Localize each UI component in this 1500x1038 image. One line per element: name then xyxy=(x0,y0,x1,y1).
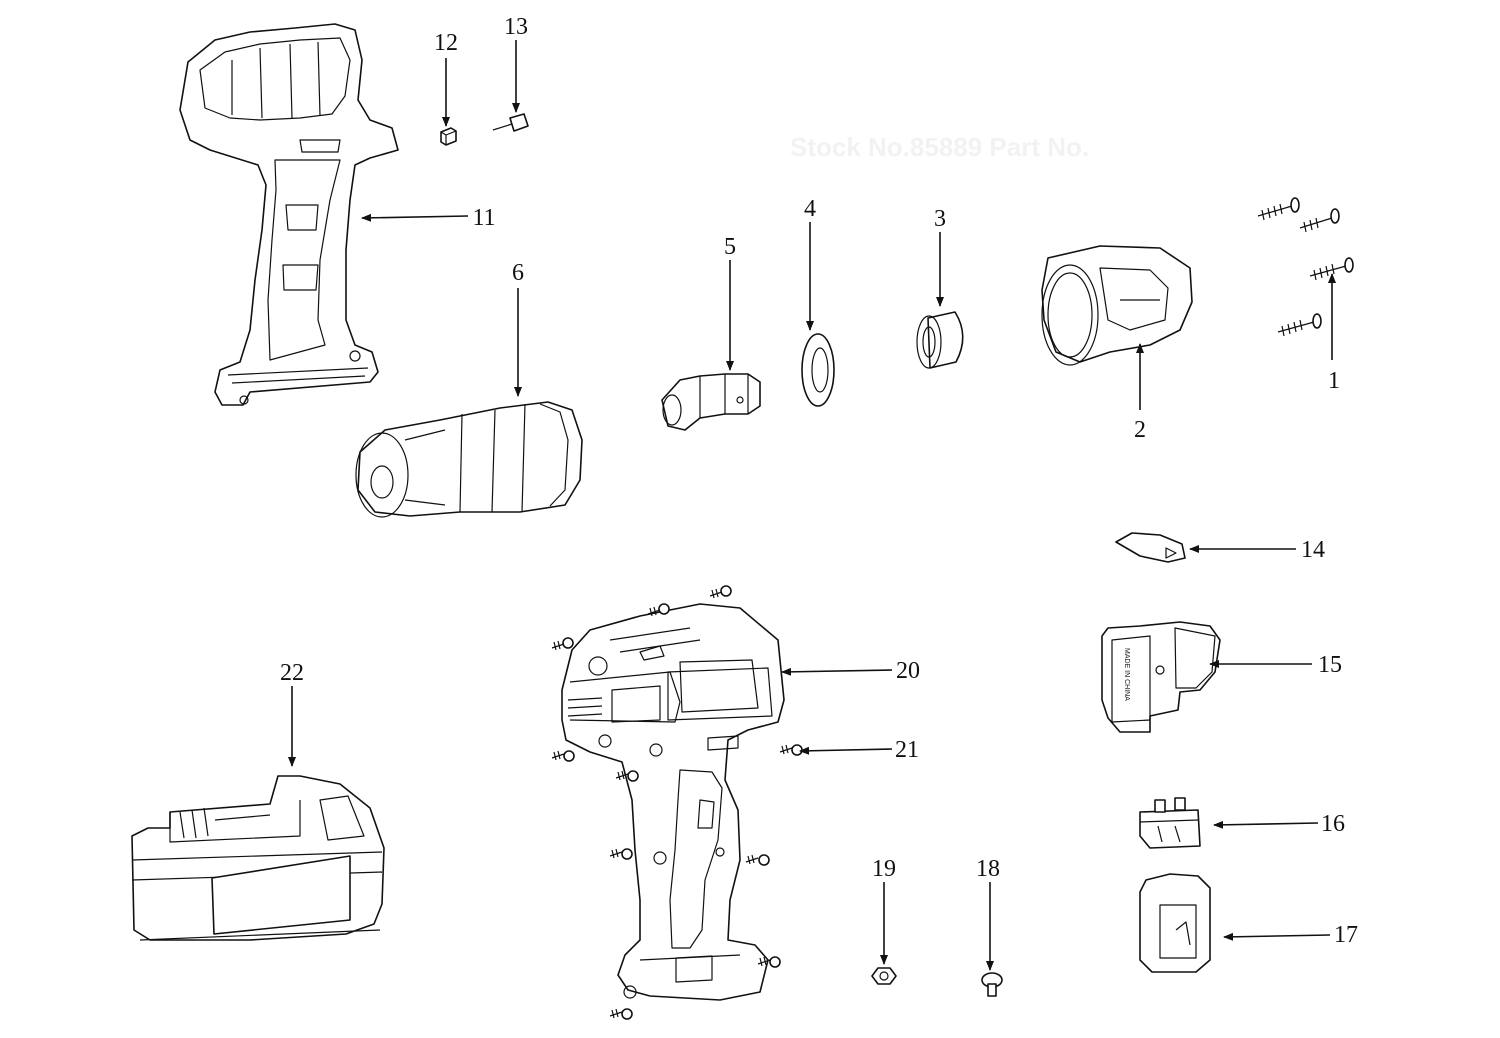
label-4: 4 xyxy=(804,196,816,222)
label-21: 21 xyxy=(895,737,919,763)
part-12-small-block xyxy=(440,127,457,146)
part-1-screws xyxy=(1257,197,1354,337)
part-6-motor-gearbox xyxy=(355,401,583,518)
part-13-pin xyxy=(492,113,529,132)
leader-17 xyxy=(1223,932,1331,941)
label-19: 19 xyxy=(872,856,896,882)
label-6: 6 xyxy=(512,260,524,286)
label-12: 12 xyxy=(434,30,458,56)
part-4-washer xyxy=(801,333,835,407)
leader-21 xyxy=(799,746,893,755)
screw-21i xyxy=(757,956,781,968)
label-1: 1 xyxy=(1328,368,1340,394)
part-17-belt-clip xyxy=(1139,873,1211,973)
leader-20 xyxy=(781,667,893,676)
label-3: 3 xyxy=(934,206,946,232)
screw-21j xyxy=(609,1008,633,1020)
label-17: 17 xyxy=(1334,922,1358,948)
screw-21a xyxy=(709,585,732,599)
watermark-text: Stock No.85889 Part No. xyxy=(790,132,1089,162)
label-2: 2 xyxy=(1134,417,1146,443)
label-20: 20 xyxy=(896,658,920,684)
label-5: 5 xyxy=(724,234,736,260)
screw-21b xyxy=(647,603,670,617)
part-16-terminal-block xyxy=(1139,797,1201,849)
screw-1a xyxy=(1257,197,1300,221)
leader-11 xyxy=(361,213,469,222)
label-18: 18 xyxy=(976,856,1000,882)
screw-21d xyxy=(551,750,575,762)
part-19-nut xyxy=(871,967,897,985)
label-13: 13 xyxy=(504,14,528,40)
screw-1d xyxy=(1277,313,1322,337)
screw-21c xyxy=(551,637,574,651)
screw-21h xyxy=(745,854,770,866)
part-11-left-housing xyxy=(179,23,399,406)
screw-21g xyxy=(609,848,633,860)
label-11: 11 xyxy=(472,205,495,231)
part-15-switch: MADE IN CHINA xyxy=(1101,621,1221,733)
part-3-bushing xyxy=(916,311,964,369)
screw-1c xyxy=(1309,257,1354,281)
part-21-screws xyxy=(551,585,803,1020)
screw-21e xyxy=(779,744,803,756)
switch-marking-text: MADE IN CHINA xyxy=(1123,648,1130,701)
part-2-gear-case xyxy=(1041,245,1193,366)
label-16: 16 xyxy=(1321,811,1345,837)
leader-16 xyxy=(1213,820,1319,829)
part-14-lever xyxy=(1115,532,1186,563)
label-22: 22 xyxy=(280,660,304,686)
part-labels: 12 13 11 6 5 4 3 2 1 14 15 16 17 20 21 1… xyxy=(280,14,1358,948)
screw-1b xyxy=(1299,208,1340,233)
label-15: 15 xyxy=(1318,652,1342,678)
part-22-battery xyxy=(131,775,385,941)
label-14: 14 xyxy=(1301,537,1325,563)
part-18-bolt xyxy=(981,972,1003,997)
leader-lines xyxy=(288,40,1336,971)
part-20-right-housing xyxy=(561,603,785,1001)
part-5-spindle xyxy=(661,373,761,431)
screw-21f xyxy=(615,770,639,782)
